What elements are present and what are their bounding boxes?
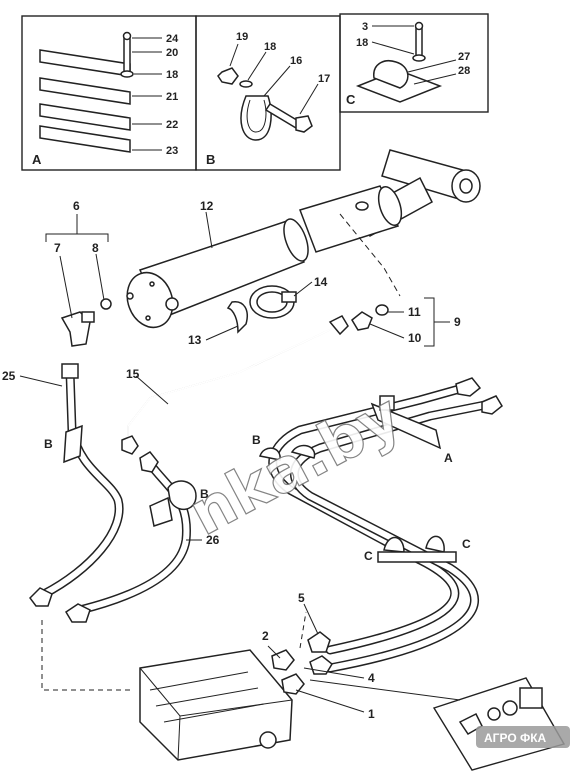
callout-25: 25	[2, 369, 16, 383]
hose-26	[64, 451, 197, 623]
inset-a-letter: A	[32, 152, 42, 167]
callout-1: 1	[368, 707, 375, 721]
control-valve-block	[41, 611, 307, 761]
callout-28: 28	[458, 65, 470, 77]
callout-14: 14	[314, 275, 328, 289]
callout-19: 19	[236, 31, 248, 43]
callout-13: 13	[188, 333, 202, 347]
callout-24: 24	[166, 33, 179, 45]
callout-18-c: 18	[356, 37, 368, 49]
corner-badge: АГРО ФКА	[476, 726, 570, 748]
callout-7: 7	[54, 241, 61, 255]
letter-b-lower: B	[200, 487, 209, 501]
elbow-fitting-7	[60, 298, 112, 347]
callout-leaders	[19, 211, 450, 713]
inset-c: C 3 18 27 28	[339, 13, 489, 113]
corner-badge-text: АГРО ФКА	[484, 731, 547, 745]
callout-5: 5	[298, 591, 305, 605]
callout-4: 4	[368, 671, 375, 685]
callout-15: 15	[126, 367, 140, 381]
callout-27: 27	[458, 51, 470, 63]
callout-16: 16	[290, 55, 302, 67]
inset-a: A 24 20 18 21 22 23	[21, 15, 197, 171]
hydraulic-cylinder	[126, 149, 481, 329]
hose-clamp-14	[249, 285, 297, 319]
callout-17: 17	[318, 73, 330, 85]
callout-21: 21	[166, 91, 178, 103]
callout-11: 11	[408, 305, 421, 319]
inset-c-letter: C	[346, 92, 356, 107]
callout-18-a: 18	[166, 69, 178, 81]
callout-10: 10	[408, 331, 422, 345]
watermark: nka.by	[178, 381, 412, 550]
letter-c-left: C	[364, 549, 373, 563]
letter-a-main: A	[444, 451, 453, 465]
callout-22: 22	[166, 119, 178, 131]
fitting-10-11	[351, 304, 389, 331]
callout-18-b: 18	[264, 41, 276, 53]
fitting-detail	[309, 677, 566, 771]
hose-25	[29, 363, 124, 607]
callout-3-c: 3	[362, 21, 368, 33]
callout-23: 23	[166, 145, 178, 157]
hose-bundle	[259, 377, 503, 675]
callout-6: 6	[73, 199, 80, 213]
callout-12: 12	[200, 199, 214, 213]
callout-20: 20	[166, 47, 178, 59]
callout-9: 9	[454, 315, 461, 329]
callout-26: 26	[206, 533, 220, 547]
callout-8: 8	[92, 241, 99, 255]
inset-b: B 19 18 16 17	[195, 15, 341, 171]
callout-2: 2	[262, 629, 269, 643]
letter-b-mid: B	[252, 433, 261, 447]
letter-c-right: C	[462, 537, 471, 551]
letter-b-left: B	[44, 437, 53, 451]
inset-b-letter: B	[206, 152, 215, 167]
tube-15	[121, 315, 349, 455]
spacer-13	[226, 301, 248, 334]
